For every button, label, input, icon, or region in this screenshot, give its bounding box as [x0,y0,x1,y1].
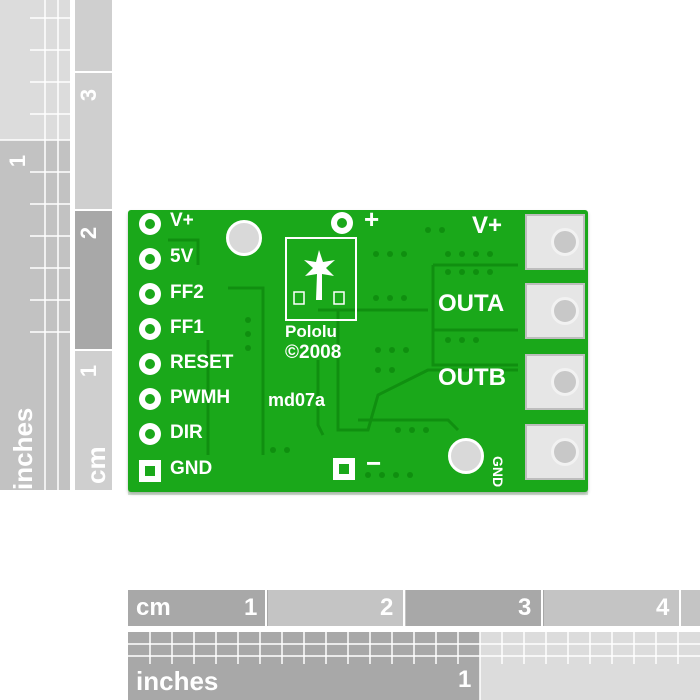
ruler-band [75,0,112,70]
cm-number-3: 3 [76,88,102,102]
pin-pad-ff1 [139,318,161,340]
via-pad-minus [333,458,355,480]
minus-mark: − [366,448,382,478]
logo-name: Pololu [285,322,337,341]
pin-label-dir: DIR [170,422,203,443]
inch-ruler-ticks [0,0,70,490]
cm-number-2: 2 [380,594,394,621]
horizontal-cm-ruler: cm 1 2 3 4 [128,590,700,626]
pin-label-gnd: GND [170,458,213,479]
inch-ruler-ticks [128,632,700,700]
ruler-band-dark [75,210,112,350]
plus-mark: + [364,204,380,234]
terminal-label-outa: OUTA [438,290,505,317]
cm-number-1: 1 [244,594,258,621]
vertical-cm-ruler: 3 2 1 cm [75,0,112,490]
pin-pad-gnd [139,460,161,482]
cm-number-3: 3 [518,594,532,621]
via-pad-plus [331,212,353,234]
pin-pad-reset [139,353,161,375]
pin-pad-pwmh [139,388,161,410]
cm-number-4: 4 [656,594,670,621]
pin-label-ff1: FF1 [170,317,204,338]
pin-label-ff2: FF2 [170,282,204,303]
terminal-pad-outb [525,354,585,410]
pin-label-5v: 5V [170,246,194,267]
mounting-hole-top [226,220,262,256]
cm-number-2: 2 [76,226,102,240]
terminal-hole [551,228,579,256]
pin-label-vplus: V+ [170,210,194,231]
terminal-hole [551,438,579,466]
horizontal-inch-ruler: inches 1 [128,632,700,700]
terminal-hole [551,368,579,396]
pcb-traces [168,227,518,478]
terminal-pad-outa [525,283,585,339]
cm-label: cm [81,446,111,484]
pin-label-reset: RESET [170,352,234,373]
terminal-pad-vplus [525,214,585,270]
part-code: md07a [268,390,326,410]
cm-number-1: 1 [76,364,102,378]
pin-label-pwmh: PWMH [170,387,231,408]
terminal-hole [551,297,579,325]
pin-pad-5v [139,248,161,270]
pin-pad-vplus [139,213,161,235]
cm-ruler-ticks [75,71,112,351]
inch-number: 1 [5,154,31,168]
inch-label: inches [136,666,219,696]
pin-pad-dir [139,423,161,445]
pin-pad-ff2 [139,283,161,305]
terminal-label-gnd: GND [490,456,506,488]
ruler-band [268,590,406,626]
motor-driver-board: V+ 5V FF2 FF1 RESET PWMH DIR GND + − Pol… [128,204,588,492]
ruler-band [544,590,700,626]
inch-label: inches [8,407,38,490]
copyright: ©2008 [285,342,342,363]
terminal-pad-gnd [525,424,585,480]
terminal-label-outb: OUTB [438,364,506,391]
vertical-inch-ruler: 1 inches [0,0,70,490]
terminal-label-vplus: V+ [472,212,503,239]
mounting-hole-bottom [448,438,484,474]
inch-number-1: 1 [458,666,472,693]
cm-label: cm [136,594,171,621]
cm-ruler-ticks [265,590,681,626]
